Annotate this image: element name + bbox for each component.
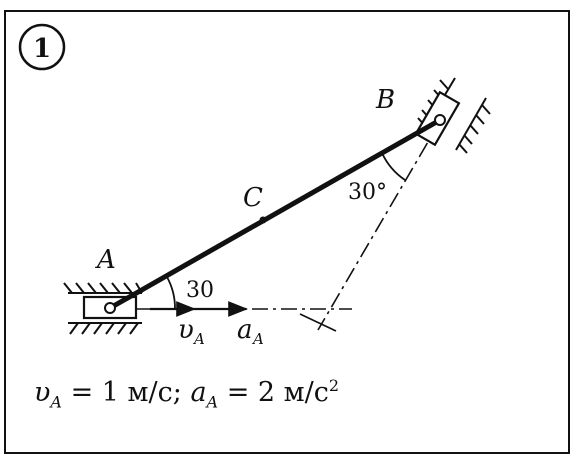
svg-text:υ: υ bbox=[178, 315, 194, 345]
angle-arc-A bbox=[166, 276, 176, 310]
ground-top-A bbox=[63, 282, 143, 294]
formula-a-sub: A bbox=[206, 392, 219, 412]
acceleration-label: a A bbox=[237, 315, 264, 348]
angle-label-A: 30 bbox=[186, 278, 214, 303]
angle-label-B: 30° bbox=[348, 180, 387, 205]
problem-number: 1 bbox=[33, 34, 51, 64]
label-C: C bbox=[243, 183, 263, 213]
pin-A bbox=[104, 302, 116, 314]
formula-a-symbol: a bbox=[190, 377, 207, 408]
point-C-dot bbox=[259, 216, 267, 224]
formula-v-sub: A bbox=[50, 392, 62, 412]
intersection-tick bbox=[299, 313, 337, 332]
problem-number-badge: 1 bbox=[18, 23, 66, 71]
svg-text:a: a bbox=[237, 315, 253, 345]
formula-v-symbol: υ bbox=[34, 377, 51, 408]
formula-a-value: = 2 м/с bbox=[218, 377, 329, 408]
label-A: A bbox=[95, 245, 116, 275]
label-B: B bbox=[375, 85, 395, 115]
svg-text:A: A bbox=[192, 330, 205, 348]
angle-arc-B bbox=[381, 152, 406, 181]
formula-v-value: = 1 м/с; bbox=[61, 377, 191, 408]
svg-text:A: A bbox=[251, 330, 264, 348]
given-values-formula: υA = 1 м/с; aA = 2 м/с2 bbox=[34, 376, 339, 411]
figure-frame bbox=[4, 10, 570, 454]
rod-AB bbox=[108, 117, 442, 311]
ground-bottom-A bbox=[68, 322, 142, 335]
inclined-guide-line bbox=[317, 117, 443, 331]
pin-B bbox=[434, 114, 446, 126]
velocity-label: υ A bbox=[178, 315, 205, 348]
formula-a-exp: 2 bbox=[328, 376, 340, 395]
